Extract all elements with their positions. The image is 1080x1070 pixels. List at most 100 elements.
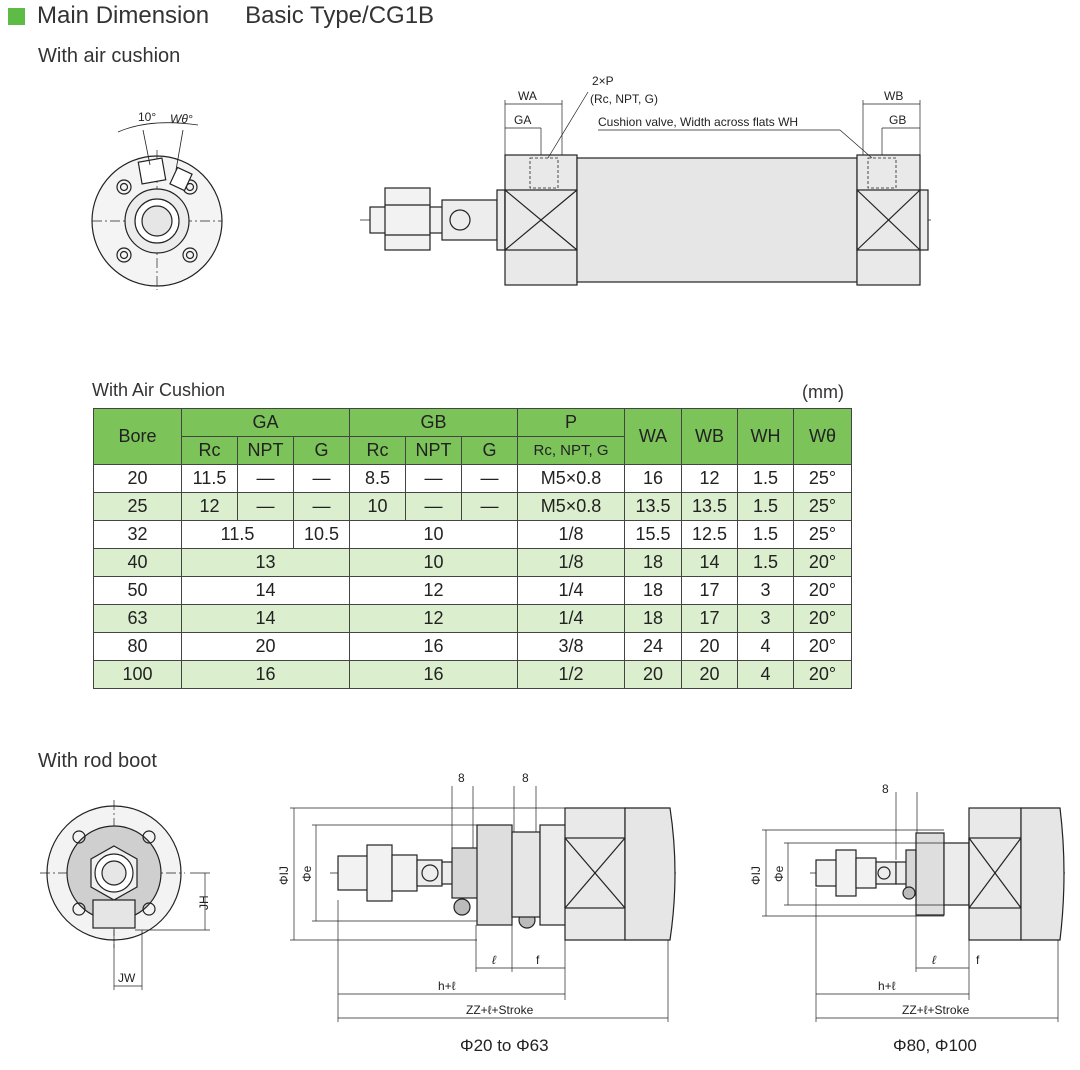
header-p: P xyxy=(517,408,626,437)
cell-wa: 16 xyxy=(624,464,683,493)
jw-label: JW xyxy=(118,971,136,985)
cell-wh: 3 xyxy=(737,576,795,605)
table-row: 40 13 10 1/8 18 14 1.5 20° xyxy=(93,548,853,577)
zz-label-large: ZZ+ℓ+Stroke xyxy=(902,1003,970,1017)
cylinder-side-view xyxy=(360,91,935,286)
cell-wb: 20 xyxy=(681,632,739,661)
air-cushion-section-label: With air cushion xyxy=(38,45,181,67)
table-unit: (mm) xyxy=(802,382,844,402)
dim-8-label-large: 8 xyxy=(882,782,889,796)
cell-wtheta: 20° xyxy=(793,660,853,689)
phi-ij-label-large: ΦIJ xyxy=(749,866,763,885)
cell-wb: 14 xyxy=(681,548,739,577)
header-gb-npt: NPT xyxy=(405,436,463,465)
cell-ga-npt: — xyxy=(237,464,294,493)
cell-wtheta: 25° xyxy=(793,464,853,493)
caption-large-bore: Φ80, Φ100 xyxy=(893,1036,977,1055)
cell-ga-rc-npt: 11.5 xyxy=(181,520,294,549)
angle-10-label: 10° xyxy=(138,110,156,124)
cell-gb-rc: 10 xyxy=(349,492,407,521)
phi-ij-label: ΦIJ xyxy=(277,866,291,885)
cell-ga-g: — xyxy=(292,492,351,521)
cell-wb: 12.5 xyxy=(681,520,739,549)
cell-gb-g: — xyxy=(461,492,519,521)
cell-wb: 17 xyxy=(681,604,739,633)
rod-boot-drawing: JH JW 8 8 xyxy=(40,771,1065,1022)
cell-wb: 13.5 xyxy=(681,492,739,521)
end-view-flange xyxy=(91,122,223,290)
cell-wa: 24 xyxy=(624,632,683,661)
table-row: 32 11.5 10.5 10 1/8 15.5 12.5 1.5 25° xyxy=(93,520,853,549)
ell-label-large: ℓ xyxy=(932,953,937,967)
cell-p: 1/8 xyxy=(517,548,626,577)
caption-small-bore: Φ20 to Φ63 xyxy=(460,1036,549,1055)
rod-boot-end-view xyxy=(40,800,210,990)
port-count-label: 2×P xyxy=(592,74,614,88)
cushion-valve-label: Cushion valve, Width across flats WH xyxy=(598,115,798,129)
phi-e-label-large: Φe xyxy=(772,865,786,882)
header-ga: GA xyxy=(180,408,351,437)
cell-p: 3/8 xyxy=(517,632,626,661)
cell-ga-rc: 12 xyxy=(181,492,238,521)
header-gb-rc: Rc xyxy=(349,436,407,465)
cell-p: 1/2 xyxy=(517,660,626,689)
cell-ga-npt: — xyxy=(237,492,294,521)
air-cushion-drawing: 10° Wθ° WA GA 2×P (Rc, NP xyxy=(91,74,935,290)
cell-gb-npt: — xyxy=(405,464,463,493)
cell-wa: 13.5 xyxy=(624,492,683,521)
cell-wtheta: 20° xyxy=(793,632,853,661)
table-row: 80 20 16 3/8 24 20 4 20° xyxy=(93,632,853,661)
page-title: Main Dimension xyxy=(37,2,210,29)
cell-ga: 16 xyxy=(180,660,351,689)
dimension-table: Bore GA GB P WA WB WH Wθ Rc NPT G Rc NPT… xyxy=(93,408,853,689)
cell-gb: 10 xyxy=(349,520,519,549)
h-plus-l-label-large: h+ℓ xyxy=(878,979,896,993)
cell-p: 1/4 xyxy=(517,604,626,633)
header-gb-g: G xyxy=(461,436,519,465)
cell-ga: 13 xyxy=(180,548,351,577)
cell-wa: 18 xyxy=(624,576,683,605)
table-title: With Air Cushion xyxy=(92,380,226,400)
wa-label: WA xyxy=(518,89,537,103)
cell-ga: 14 xyxy=(180,604,351,633)
cell-gb-npt: — xyxy=(405,492,463,521)
cell-wa: 15.5 xyxy=(624,520,683,549)
table-row: 25 12 — — 10 — — M5×0.8 13.5 13.5 1.5 25… xyxy=(93,492,853,521)
table-row: 63 14 12 1/4 18 17 3 20° xyxy=(93,604,853,633)
page-header: Main Dimension Basic Type/CG1B xyxy=(8,2,434,30)
cell-bore: 100 xyxy=(93,660,182,689)
rod-boot-side-small xyxy=(290,786,680,1022)
gb-label: GB xyxy=(889,113,906,127)
cell-bore: 50 xyxy=(93,576,182,605)
jh-label: JH xyxy=(197,895,211,910)
cell-wh: 1.5 xyxy=(737,464,795,493)
cell-p: 1/4 xyxy=(517,576,626,605)
cell-p: M5×0.8 xyxy=(517,492,626,521)
header-wa: WA xyxy=(624,408,683,465)
cell-gb: 16 xyxy=(349,660,519,689)
cell-wh: 1.5 xyxy=(737,520,795,549)
ga-label: GA xyxy=(514,113,531,127)
header-bore: Bore xyxy=(93,408,182,465)
cell-wb: 17 xyxy=(681,576,739,605)
cell-bore: 20 xyxy=(93,464,182,493)
zz-label: ZZ+ℓ+Stroke xyxy=(466,1003,534,1017)
cell-wh: 3 xyxy=(737,604,795,633)
cell-ga: 14 xyxy=(180,576,351,605)
cell-wtheta: 20° xyxy=(793,576,853,605)
cell-wtheta: 20° xyxy=(793,548,853,577)
dim-8-label-right: 8 xyxy=(522,771,529,785)
cell-ga: 20 xyxy=(180,632,351,661)
f-label-large: f xyxy=(976,953,980,967)
cell-wa: 20 xyxy=(624,660,683,689)
cell-bore: 63 xyxy=(93,604,182,633)
cell-wh: 4 xyxy=(737,632,795,661)
cell-bore: 40 xyxy=(93,548,182,577)
cell-gb-g: — xyxy=(461,464,519,493)
cell-ga-g: — xyxy=(292,464,351,493)
cell-wb: 12 xyxy=(681,464,739,493)
rod-boot-side-large xyxy=(762,792,1065,1022)
cell-p: 1/8 xyxy=(517,520,626,549)
h-plus-l-label: h+ℓ xyxy=(438,979,456,993)
cell-wtheta: 25° xyxy=(793,492,853,521)
